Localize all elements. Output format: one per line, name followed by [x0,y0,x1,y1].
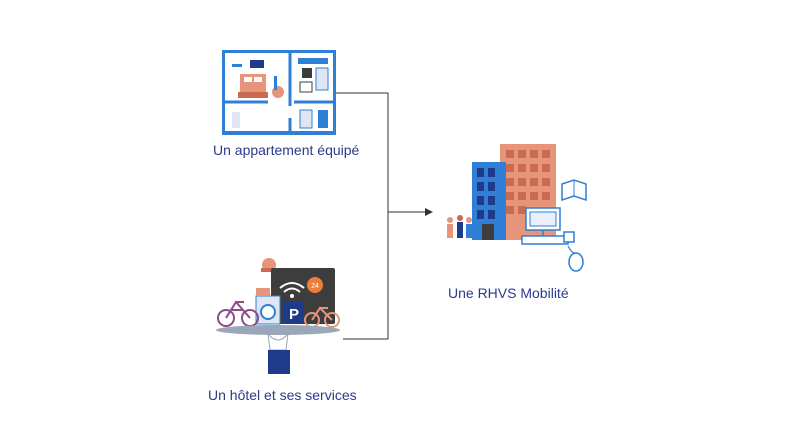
residence-building-icon [447,144,587,272]
hotel-label: Un hôtel et ses services [208,387,357,403]
result-label: Une RHVS Mobilité [448,285,569,301]
svg-text:P: P [289,306,299,323]
connector-from-hotel [343,212,389,340]
connector-from-apartment [335,92,389,212]
hours-24-badge: 24 [311,283,319,290]
apartment-floorplan-icon [222,50,336,135]
hotel-services-tray-icon: 24 P [216,258,340,374]
apartment-label: Un appartement équipé [213,142,360,158]
